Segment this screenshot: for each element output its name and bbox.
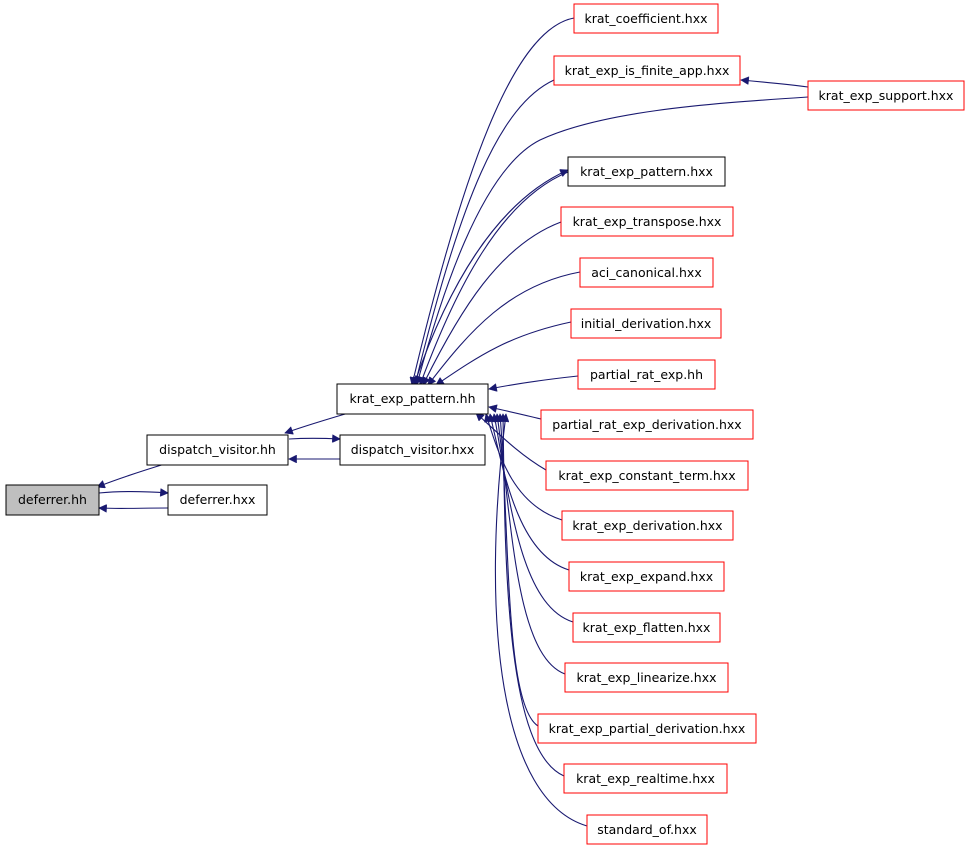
edge-krat-exp-pattern-hxx-to-pattern-hh (420, 171, 569, 385)
node-deferrer-hxx[interactable]: deferrer.hxx (167, 484, 268, 516)
node-label: krat_exp_constant_term.hxx (558, 468, 735, 483)
node-krat-exp-expand-hxx[interactable]: krat_exp_expand.hxx (568, 561, 725, 592)
node-label: partial_rat_exp_derivation.hxx (552, 417, 741, 432)
graph-nodes: deferrer.hh deferrer.hxx dispatch_visito… (5, 3, 965, 845)
edge-dispatch-visitor-hh-to-dispatch-visitor-hxx (288, 438, 340, 439)
node-label: aci_canonical.hxx (591, 265, 701, 280)
node-label: deferrer.hh (18, 492, 87, 507)
node-partial-rat-exp-hh[interactable]: partial_rat_exp.hh (577, 359, 716, 390)
edge-aci-canonical-to-pattern-hh (428, 271, 581, 385)
node-krat-exp-support-hxx[interactable]: krat_exp_support.hxx (807, 80, 965, 111)
edge-initial-derivation-to-pattern-hh (436, 321, 572, 385)
node-aci-canonical-hxx[interactable]: aci_canonical.hxx (579, 257, 714, 288)
node-label: krat_exp_pattern.hxx (580, 164, 713, 179)
node-label: krat_coefficient.hxx (584, 11, 707, 26)
node-label: krat_exp_flatten.hxx (583, 620, 711, 635)
edge-partial-rat-exp-hh-to-pattern-hh (489, 375, 579, 389)
node-initial-derivation-hxx[interactable]: initial_derivation.hxx (570, 308, 722, 339)
edge-expand-to-pattern-hh (490, 414, 570, 571)
node-label: dispatch_visitor.hxx (351, 442, 475, 457)
node-dispatch-visitor-hxx[interactable]: dispatch_visitor.hxx (339, 434, 486, 466)
node-label: krat_exp_is_finite_app.hxx (565, 63, 730, 78)
node-krat-exp-is-finite-app-hxx[interactable]: krat_exp_is_finite_app.hxx (553, 55, 741, 86)
node-label: krat_exp_expand.hxx (580, 569, 713, 584)
node-krat-exp-partial-derivation-hxx[interactable]: krat_exp_partial_derivation.hxx (537, 713, 757, 744)
edge-dispatch-visitor-hh-to-deferrer-hh (97, 462, 169, 487)
edge-realtime-to-pattern-hh (503, 414, 565, 777)
node-krat-coefficient-hxx[interactable]: krat_coefficient.hxx (573, 3, 719, 34)
node-label: krat_exp_transpose.hxx (573, 214, 722, 229)
edge-constant-term-to-pattern-hh (476, 413, 547, 471)
node-label: krat_exp_support.hxx (819, 88, 954, 103)
node-label: dispatch_visitor.hh (159, 442, 276, 457)
node-krat-exp-linearize-hxx[interactable]: krat_exp_linearize.hxx (564, 662, 729, 693)
node-krat-exp-pattern-hxx[interactable]: krat_exp_pattern.hxx (567, 156, 726, 187)
node-partial-rat-exp-derivation-hxx[interactable]: partial_rat_exp_derivation.hxx (540, 409, 754, 440)
node-label: partial_rat_exp.hh (590, 367, 703, 382)
node-label: deferrer.hxx (180, 492, 256, 507)
edge-is-finite-app-to-pattern-hh (415, 79, 555, 385)
node-label: standard_of.hxx (597, 822, 697, 837)
edge-derivation-to-pattern-hh (486, 414, 563, 521)
node-label: krat_exp_linearize.hxx (576, 670, 716, 685)
edge-support-to-is-finite-app (741, 80, 809, 88)
node-label: initial_derivation.hxx (581, 316, 712, 331)
node-label: krat_exp_derivation.hxx (572, 518, 722, 533)
node-krat-exp-pattern-hh[interactable]: krat_exp_pattern.hh (336, 383, 489, 415)
edge-support-to-krat-exp-pattern-hh (417, 96, 809, 384)
node-standard-of-hxx[interactable]: standard_of.hxx (586, 814, 708, 845)
edge-krat-exp-pattern-hh-to-dispatch-visitor-hh (285, 411, 353, 433)
edge-partial-rat-exp-derivation-to-pattern-hh (489, 407, 542, 420)
node-krat-exp-realtime-hxx[interactable]: krat_exp_realtime.hxx (563, 763, 728, 794)
node-dispatch-visitor-hh[interactable]: dispatch_visitor.hh (146, 434, 289, 466)
node-label: krat_exp_pattern.hh (350, 391, 476, 406)
node-krat-exp-derivation-hxx[interactable]: krat_exp_derivation.hxx (561, 510, 734, 541)
edge-flatten-to-pattern-hh (494, 414, 574, 623)
edge-transpose-to-pattern-hh (422, 221, 562, 385)
node-krat-exp-transpose-hxx[interactable]: krat_exp_transpose.hxx (560, 206, 734, 237)
node-deferrer-hh[interactable]: deferrer.hh (5, 484, 100, 516)
node-krat-exp-constant-term-hxx[interactable]: krat_exp_constant_term.hxx (545, 460, 749, 491)
edge-standard-of-to-pattern-hh (494, 414, 588, 827)
node-label: krat_exp_partial_derivation.hxx (549, 721, 746, 736)
edge-deferrer-hh-to-deferrer-hxx (98, 492, 168, 494)
node-label: krat_exp_realtime.hxx (576, 771, 715, 786)
edge-krat-exp-pattern-hh-to-hxx (413, 170, 568, 386)
node-krat-exp-flatten-hxx[interactable]: krat_exp_flatten.hxx (572, 612, 721, 643)
edge-coefficient-to-pattern-hh (412, 17, 575, 385)
